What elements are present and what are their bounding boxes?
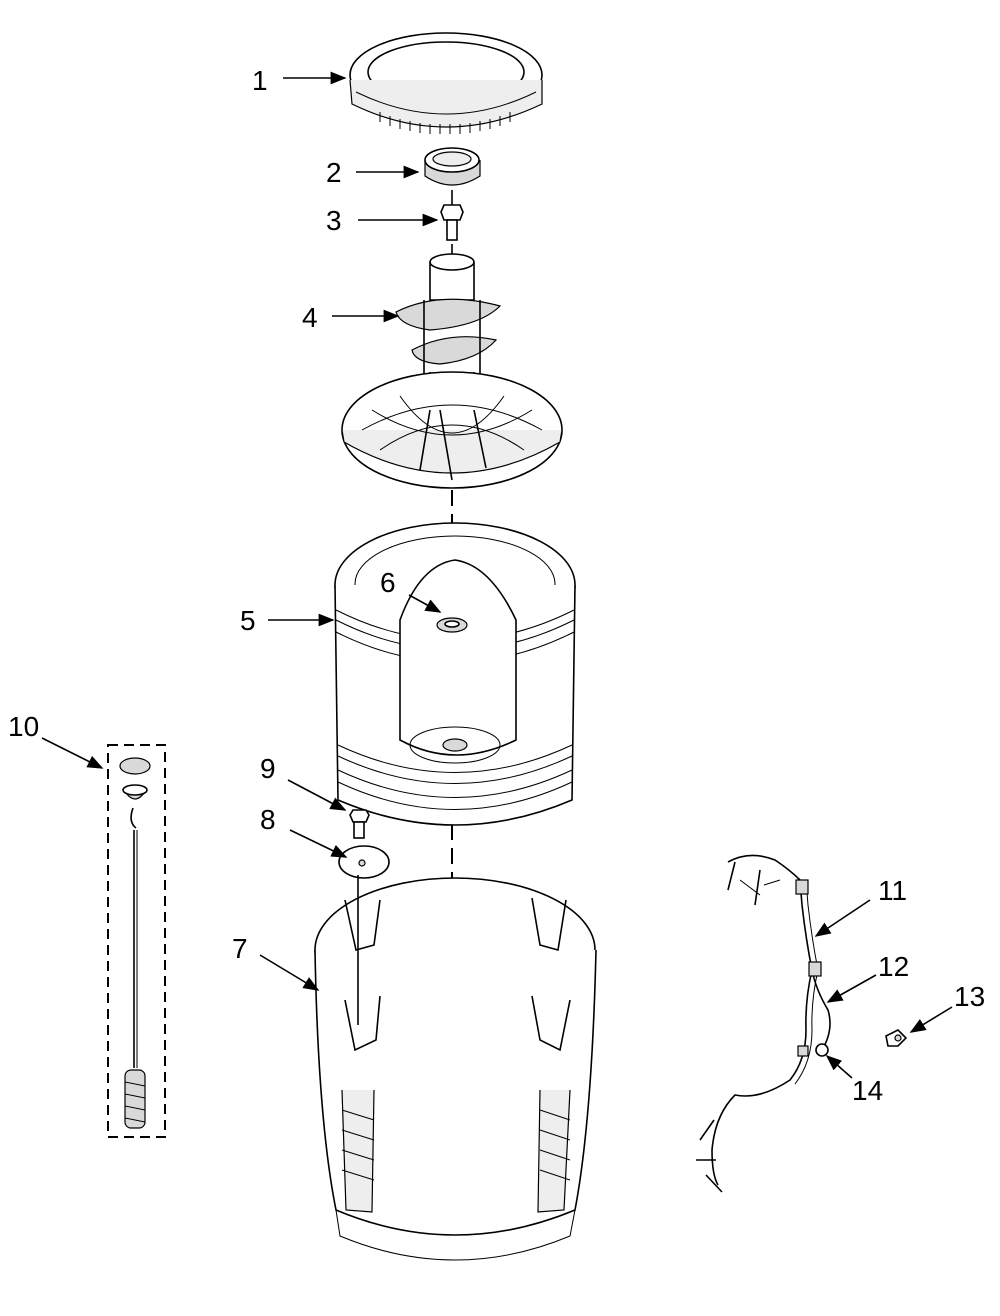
part-agitator-cap <box>424 147 481 186</box>
callout-5: 5 <box>240 605 256 636</box>
callout-leaders <box>41 71 953 1079</box>
part-wire-harness <box>696 854 831 1193</box>
callout-11: 11 <box>878 875 907 906</box>
callout-4: 4 <box>302 302 318 333</box>
part-cover-disc <box>338 845 390 879</box>
part-outer-tub <box>314 875 597 1261</box>
callout-12: 12 <box>878 951 909 982</box>
part-wash-basket <box>334 522 576 826</box>
part-agitator <box>341 244 563 489</box>
callout-labels: 1 2 3 4 5 6 7 8 9 10 11 12 13 14 <box>8 65 985 1106</box>
part-bushing <box>436 617 468 633</box>
callout-9: 9 <box>260 753 276 784</box>
callout-3: 3 <box>326 205 342 236</box>
callout-14: 14 <box>852 1075 883 1106</box>
part-clip <box>885 1029 908 1047</box>
callout-10: 10 <box>8 711 39 742</box>
part-bolt <box>440 190 464 241</box>
part-screw <box>349 809 370 839</box>
callout-2: 2 <box>326 157 342 188</box>
callout-7: 7 <box>232 933 248 964</box>
part-tub-ring <box>349 32 543 134</box>
callout-1: 1 <box>252 65 268 96</box>
callout-6: 6 <box>380 567 396 598</box>
part-pressure-hose-kit <box>107 744 166 1138</box>
callout-8: 8 <box>260 804 276 835</box>
callout-13: 13 <box>954 981 985 1012</box>
